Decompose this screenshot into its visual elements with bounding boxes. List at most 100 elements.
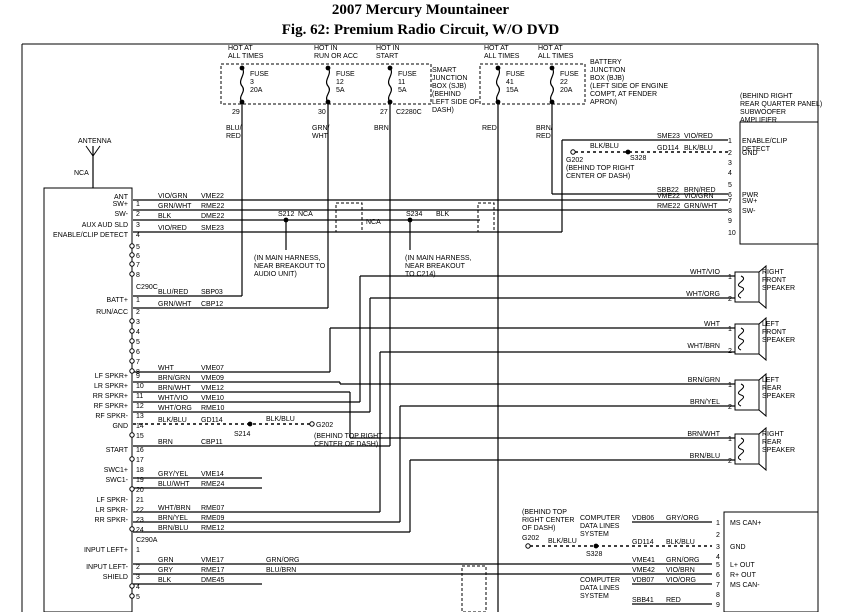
wire-12-color: BRN [158,439,173,446]
radio-pin-19-name: LR SPKR+ [94,383,128,390]
fuse-0-label-line-0: FUSE [250,71,269,78]
sub-pin-0-name2: DETECT [742,146,771,153]
radio-pin-21-name: RF SPKR+ [94,403,128,410]
speaker-3-name-line-2: SPEAKER [762,447,795,454]
s234-label: S234 [406,211,422,218]
fuse-2-pin: 27 [380,109,388,116]
can-pin-2-color: BLK/BLU [666,539,695,546]
wire-0-circuit: VME22 [201,193,224,200]
sub-pin-0-name: ENABLE/CLIP [742,138,787,145]
wire-15-color: WHT/BRN [158,505,191,512]
radio-pin-29-terminal [129,486,135,492]
inline-connector-2 [477,202,495,233]
fuse-0-top-dot [239,65,245,71]
radio-pin-12-terminal [129,318,135,324]
wire-13-circuit: VME14 [201,471,224,478]
speaker-2-plus-color: BRN/GRN [688,377,720,384]
fuse-1-hot-label-line-1: RUN OR ACC [314,53,358,60]
speaker-3-name-line-0: RIGHT [762,431,785,438]
speaker-2-minus-color: BRN/YEL [690,399,720,406]
radio-pin-37-num: 3 [136,574,140,581]
speaker-0-pin2: 2 [728,296,732,303]
wire-19-color: GRY [158,567,173,574]
fuse-4-label-line-1: 22 [560,79,568,86]
sjb-note-line-1: JUNCTION [432,75,467,82]
radio-pin-16-terminal [129,358,135,364]
radio-pin-11-num: 2 [136,309,140,316]
radio-pin-22-name: RF SPKR- [95,413,128,420]
cdls-top-line-0: COMPUTER [580,515,620,522]
input-left-minus-color: BLU/BRN [266,567,296,574]
cdls-bottom-line-2: SYSTEM [580,593,609,600]
s214-dot [247,421,253,427]
radio-pin-38-num: 4 [136,584,140,591]
sub-pin-2-num: 3 [728,160,732,167]
speaker-1-pin2: 2 [728,348,732,355]
wire-9-circuit: VME10 [201,395,224,402]
cdls-bottom-line-1: DATA LINES [580,585,620,592]
radio-pin-33-num: 24 [136,527,144,534]
can-pin-3-num: 4 [716,554,720,561]
sub-pin-0-circuit: SME23 [657,133,680,140]
s234-note-line-1: NEAR BREAKOUT [405,263,466,270]
sjb-note-line-4: LEFT SIDE OF [432,99,479,106]
page-title: 2007 Mercury Mountaineer [331,2,510,18]
wire-4-color: BLU/RED [158,289,188,296]
sub-pin-1-name: GND [742,150,758,157]
radio-pin-7-terminal [129,261,135,267]
s234-dot [407,217,413,223]
radio-pin-21-num: 12 [136,403,144,410]
radio-pin-0-name: ANT [114,194,129,201]
fuse-4-wire-color-line-0: BRN/ [536,125,553,132]
radio-pin-32-num: 23 [136,517,144,524]
radio-pin-19-num: 10 [136,383,144,390]
g202-sub-label: G202 [566,157,583,164]
speaker-2-name-line-1: REAR [762,385,781,392]
inline-connector-3 [461,565,487,612]
speaker-3-minus-color: BRN/BLU [690,453,720,460]
wire-3-circuit: SME23 [201,225,224,232]
wire-10-circuit: RME10 [201,405,224,412]
speaker-3-plus-color: BRN/WHT [687,431,720,438]
fuse-4-hot-label-line-0: HOT AT [538,45,563,52]
can-pin-8-circuit: SBB41 [632,597,654,604]
fuse-0-bottom-dot [239,99,245,105]
radio-pin-14-terminal [129,338,135,344]
speaker-0-coil [737,275,745,299]
can-pin-6-num: 7 [716,582,720,589]
s328-top-label: S328 [630,155,646,162]
wire-2-color: BLK [158,213,172,220]
fuse-3-label-line-2: 15A [506,87,519,94]
radio-pin-26-num: 17 [136,457,144,464]
can-pin-0-circuit: VDB06 [632,515,654,522]
fuse-4-hot-label-line-1: ALL TIMES [538,53,574,60]
radio-pin-4-name: ENABLE/CLIP DETECT [53,232,129,239]
connector-nca: NCA [366,219,381,226]
sub-pin-7-name: SW- [742,208,756,215]
speaker-1-body [734,323,760,355]
fuse-3-label-line-1: 41 [506,79,514,86]
speaker-0-plus-color: WHT/VIO [690,269,720,276]
fuse-0-wire-color-line-0: BLU/ [226,125,242,132]
radio-pin-8-terminal [129,271,135,277]
fuse-2-bottom-dot [387,99,393,105]
sub-pin-1-circuit: GD114 [657,145,679,152]
subwoofer-title-line-1: REAR QUARTER PANEL) [740,101,822,108]
radio-pin-24-num: 15 [136,433,144,440]
speaker-0-pin1: 1 [728,274,732,281]
can-pin-5-circuit: VME42 [632,567,655,574]
wire-0-color: VIO/GRN [158,193,188,200]
wire-7-color: BRN/GRN [158,375,190,382]
radio-pin-32-name: RR SPKR- [95,517,129,524]
wire-17-circuit: RME12 [201,525,224,532]
fuse-3-wire-color-line-0: RED [482,125,497,132]
s234-note-line-2: TO C214) [405,271,436,278]
sjb-note-line-0: SMART [432,67,457,74]
radio-pin-35-num: 1 [136,547,140,554]
wire-7-circuit: VME09 [201,375,224,382]
radio-pin-23-num: 14 [136,423,144,430]
can-pin-8-color: RED [666,597,681,604]
subwoofer-title-line-0: (BEHIND RIGHT [740,93,793,100]
radio-pin-15-terminal [129,348,135,354]
fuse-1-hot-label-line-0: HOT IN [314,45,338,52]
